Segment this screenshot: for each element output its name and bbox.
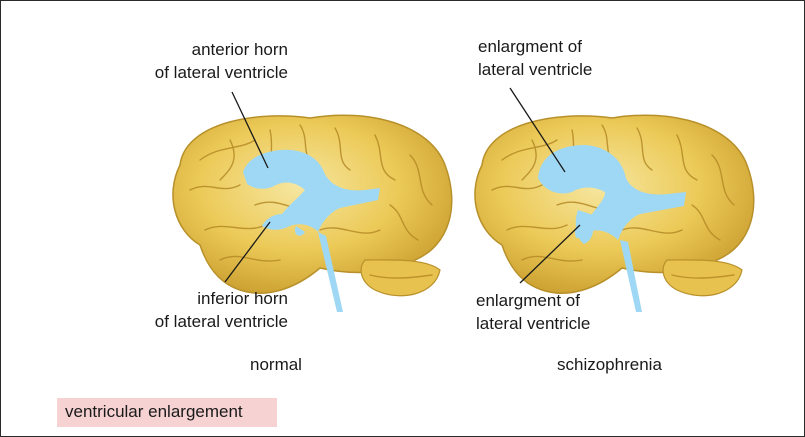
label-enlargment-top: enlargment of lateral ventricle	[478, 35, 592, 81]
label-inferior-horn-line2: of lateral ventricle	[155, 310, 288, 333]
label-enlargment-top-line2: lateral ventricle	[478, 58, 592, 81]
label-enlargment-top-line1: enlargment of	[478, 35, 592, 58]
caption-normal: normal	[250, 355, 302, 375]
ventricular-enlargement-tag: ventricular enlargement	[57, 398, 277, 427]
label-enlargment-bottom-line2: lateral ventricle	[476, 312, 590, 335]
label-anterior-horn: anterior horn of lateral ventricle	[155, 38, 288, 84]
caption-schizophrenia: schizophrenia	[557, 355, 662, 375]
label-anterior-horn-line2: of lateral ventricle	[155, 61, 288, 84]
label-inferior-horn-line1: inferior horn	[155, 287, 288, 310]
label-enlargment-bottom: enlargment of lateral ventricle	[476, 289, 590, 335]
tag-label: ventricular enlargement	[65, 402, 243, 422]
label-enlargment-bottom-line1: enlargment of	[476, 289, 590, 312]
label-inferior-horn: inferior horn of lateral ventricle	[155, 287, 288, 333]
label-anterior-horn-line1: anterior horn	[155, 38, 288, 61]
